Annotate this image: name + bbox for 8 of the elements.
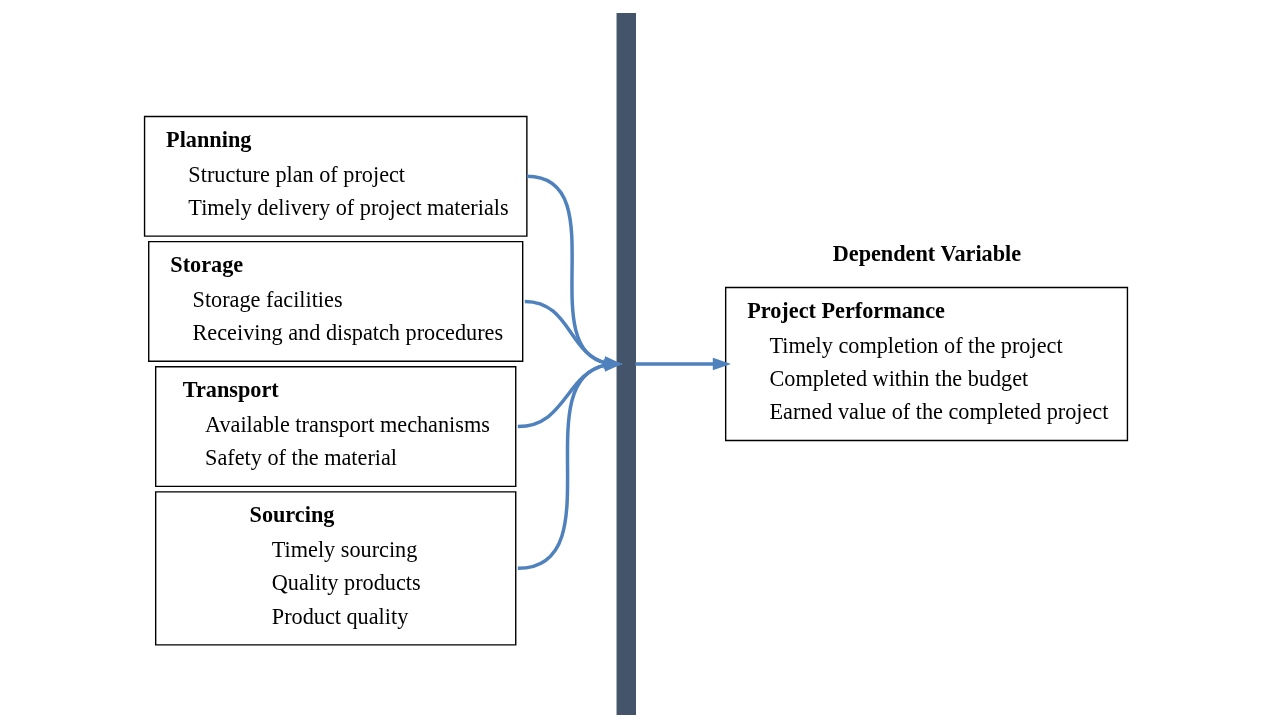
node-box: Transport Available transport mechanisms Safety of the material (154, 366, 516, 488)
arrow (634, 357, 731, 371)
label: Dependent Variable (832, 240, 1021, 266)
node-box: Planning Structure plan of project Timely delivery of project materials (143, 115, 528, 237)
node-box: Project Performance Timely completion of the project Completed within the budget Earned value of the completed project (724, 286, 1128, 442)
node-box: Storage Storage facilities Receiving and dispatch procedures (147, 240, 523, 362)
node-bar (616, 12, 636, 716)
node-box: Sourcing Timely sourcing Quality products Product quality (154, 491, 516, 646)
